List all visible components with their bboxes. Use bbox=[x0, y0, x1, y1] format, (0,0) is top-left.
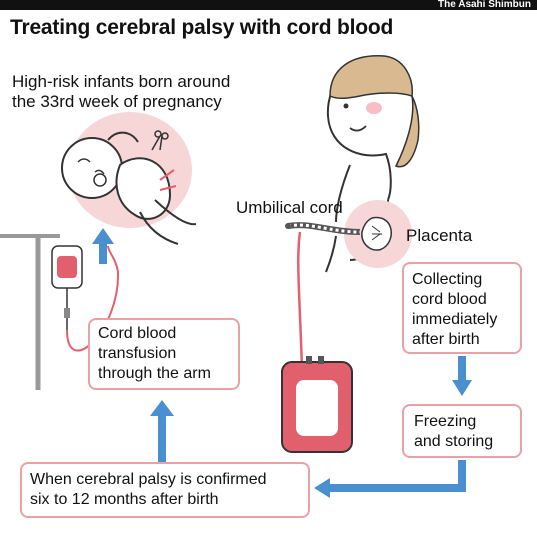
iv-blood-bag-icon bbox=[51, 245, 120, 352]
mother-icon bbox=[325, 55, 420, 273]
step-freezing-box: Freezing and storing bbox=[402, 404, 522, 458]
step-transfusion-line: transfusion bbox=[98, 345, 177, 362]
page-title: Treating cerebral palsy with cord blood bbox=[10, 16, 394, 39]
infants-label: High-risk infants born around the 33rd w… bbox=[12, 72, 230, 112]
step-collecting-line: immediately bbox=[412, 311, 498, 328]
step-collecting-line: cord blood bbox=[412, 291, 487, 308]
step-confirmed-line: six to 12 months after birth bbox=[30, 491, 219, 508]
infants-label-line1: High-risk infants born around bbox=[12, 72, 231, 91]
step-freezing-line: and storing bbox=[414, 433, 494, 450]
top-bar: The Asahi Shimbun bbox=[0, 0, 537, 10]
flow-arrows bbox=[92, 228, 472, 498]
collection-bag-icon bbox=[281, 356, 353, 453]
step-transfusion-box: Cord blood transfusion through the arm bbox=[88, 318, 240, 390]
umbilical-cord-icon bbox=[285, 222, 361, 235]
step-freezing-line: Freezing bbox=[414, 413, 477, 430]
step-confirmed-line: When cerebral palsy is confirmed bbox=[30, 471, 267, 488]
step-collecting-box: Collecting cord blood immediately after … bbox=[402, 262, 522, 354]
placenta-icon bbox=[344, 200, 412, 268]
umbilical-cord-label: Umbilical cord bbox=[236, 198, 343, 217]
step-confirmed-box: When cerebral palsy is confirmed six to … bbox=[20, 462, 310, 518]
step-collecting-line: after birth bbox=[412, 331, 480, 348]
blood-tube-icon bbox=[297, 231, 304, 371]
step-transfusion-line: Cord blood bbox=[98, 325, 177, 342]
placenta-label: Placenta bbox=[406, 226, 473, 245]
infants-label-line2: the 33rd week of pregnancy bbox=[12, 92, 222, 111]
step-collecting-line: Collecting bbox=[412, 271, 483, 288]
infant-icon bbox=[61, 112, 197, 245]
iv-stand-icon bbox=[0, 234, 60, 390]
credit-label: The Asahi Shimbun bbox=[438, 0, 531, 10]
step-transfusion-line: through the arm bbox=[98, 365, 211, 382]
